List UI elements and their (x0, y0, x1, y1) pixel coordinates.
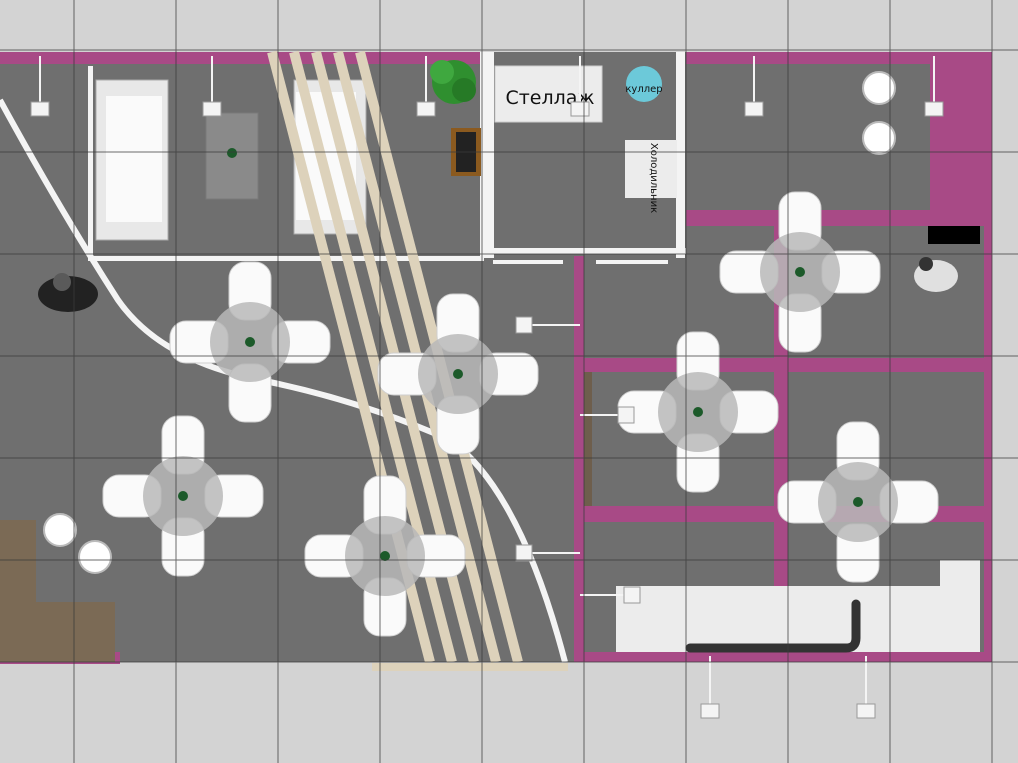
plant-icon (245, 337, 255, 347)
round-table-icon (617, 331, 779, 493)
plant-icon (453, 369, 463, 379)
round-table-icon (777, 421, 939, 583)
spotlight-icon (924, 56, 944, 117)
spotlight-icon (416, 56, 436, 117)
stool-icon (78, 540, 112, 574)
plant-icon (430, 60, 476, 104)
plant-icon (380, 551, 390, 561)
spotlight-icon (744, 56, 764, 117)
round-table-icon (169, 261, 331, 423)
coffee-table-icon (205, 112, 259, 200)
spotlight-icon (856, 656, 876, 719)
spotlight-icon (580, 406, 635, 424)
round-table-icon (102, 415, 264, 577)
reception-counter (616, 560, 980, 652)
stool-icon (43, 513, 77, 547)
spotlight-icon (202, 56, 222, 117)
spotlight-icon (580, 586, 641, 604)
cooler-label: куллер (625, 84, 662, 95)
spotlight-icon (30, 56, 50, 117)
stools (43, 71, 896, 574)
round-table-icon (719, 191, 881, 353)
person-icon (38, 273, 98, 312)
water-cooler: куллер (625, 66, 663, 102)
right-wall (984, 52, 992, 662)
stool-icon (862, 121, 896, 155)
lounge-partition (88, 52, 486, 261)
spotlight-icon (515, 316, 580, 334)
plant-icon (178, 491, 188, 501)
fridge: Холодильник (625, 140, 677, 213)
spotlights (30, 56, 944, 719)
slat-base (372, 663, 568, 671)
wall-screen (928, 226, 980, 244)
plant-icon (693, 407, 703, 417)
round-table-icon (377, 293, 539, 455)
corner-wall-block (930, 62, 986, 210)
plant-icon (853, 497, 863, 507)
wood-floor-area (0, 520, 115, 662)
sofa-icon (95, 79, 169, 241)
fridge-label: Холодильник (648, 143, 659, 213)
round-table-icon (304, 475, 466, 637)
spotlight-icon (700, 656, 720, 719)
table-sets (102, 191, 939, 637)
spotlight-icon (515, 544, 580, 562)
stool-icon (862, 71, 896, 105)
plant-icon (795, 267, 805, 277)
person-icon (914, 257, 958, 292)
counter-rail (685, 599, 861, 653)
